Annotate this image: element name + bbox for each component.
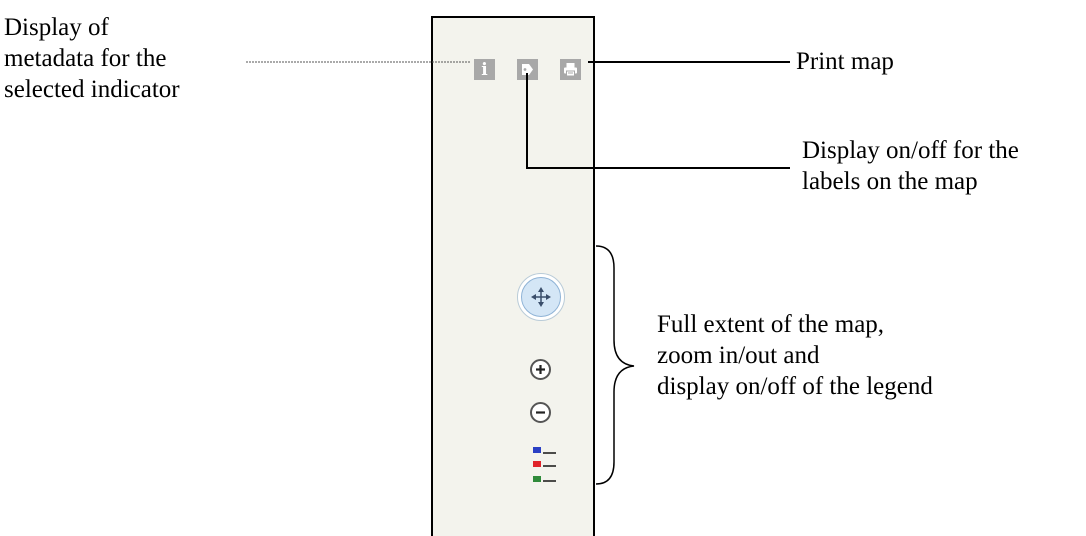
legend-icon [533, 447, 556, 482]
label-icon[interactable] [517, 59, 538, 80]
info-glyph: i [481, 59, 488, 80]
navigation-annotation-line-2: zoom in/out and [657, 342, 820, 369]
print-icon[interactable] [560, 59, 581, 80]
full-extent-button[interactable] [517, 273, 565, 321]
zoom-out-icon [536, 411, 545, 414]
print-annotation: Print map [796, 46, 894, 77]
print-annotation-text: Print map [796, 48, 894, 75]
navigation-annotation: Full extent of the map, zoom in/out and … [657, 309, 933, 402]
metadata-annotation-line-1: Display of [4, 14, 109, 41]
labels-callout-line [526, 73, 790, 169]
zoom-out-button[interactable] [530, 402, 551, 423]
navigation-annotation-line-3: display on/off of the legend [657, 373, 933, 400]
labels-annotation: Display on/off for the labels on the map [802, 135, 1019, 197]
map-tool-panel: i [431, 16, 595, 536]
labels-annotation-line-2: labels on the map [802, 168, 978, 195]
navigation-annotation-line-1: Full extent of the map, [657, 311, 885, 338]
legend-toggle-button[interactable] [532, 444, 558, 488]
metadata-annotation-line-3: selected indicator [4, 76, 180, 103]
zoom-in-button[interactable] [530, 359, 551, 380]
full-extent-icon [521, 277, 561, 317]
navigation-brace [595, 245, 635, 485]
labels-annotation-line-1: Display on/off for the [802, 137, 1019, 164]
info-icon[interactable]: i [474, 59, 495, 80]
metadata-annotation: Display of metadata for the selected ind… [4, 12, 180, 105]
metadata-annotation-line-2: metadata for the [4, 45, 167, 72]
zoom-in-icon [536, 365, 545, 374]
